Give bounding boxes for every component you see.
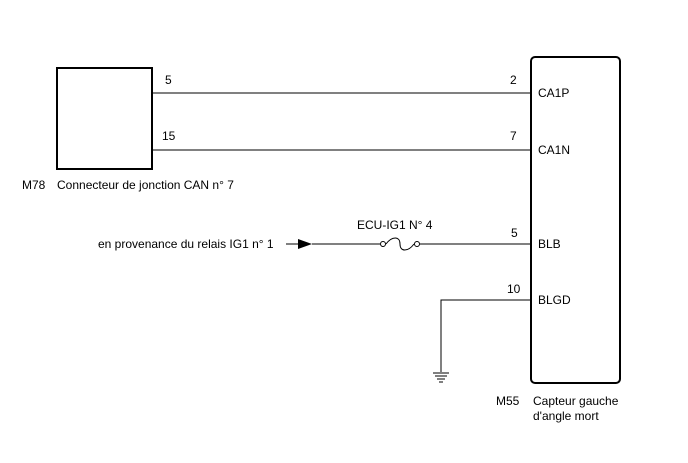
fuse-icon (385, 237, 415, 251)
junction-connector-name: Connecteur de jonction CAN n° 7 (57, 178, 234, 192)
junction-connector-box (56, 67, 153, 170)
right-pin-10: 10 (507, 282, 521, 296)
power-source-label: en provenance du relais IG1 n° 1 (98, 237, 274, 251)
left-pin-5: 5 (165, 73, 172, 87)
signal-blgd: BLGD (538, 293, 571, 307)
signal-ca1n: CA1N (538, 143, 570, 157)
fuse-terminal-left (380, 241, 386, 247)
sensor-name-line1: Capteur gauche (533, 394, 619, 408)
blind-spot-sensor-box (530, 56, 621, 384)
sensor-id: M55 (496, 394, 520, 408)
ground-icon (433, 372, 449, 383)
signal-blb: BLB (538, 237, 561, 251)
arrow-right-icon (298, 239, 312, 249)
fuse-label: ECU-IG1 N° 4 (357, 218, 433, 232)
right-pin-2: 2 (510, 73, 517, 87)
sensor-name-line2: d'angle mort (533, 409, 599, 423)
fuse-terminal-right (414, 241, 420, 247)
left-pin-15: 15 (162, 129, 176, 143)
junction-connector-id: M78 (22, 178, 46, 192)
right-pin-5: 5 (511, 226, 518, 240)
right-pin-7: 7 (510, 129, 517, 143)
wire-blgd (440, 299, 531, 372)
signal-ca1p: CA1P (538, 86, 569, 100)
